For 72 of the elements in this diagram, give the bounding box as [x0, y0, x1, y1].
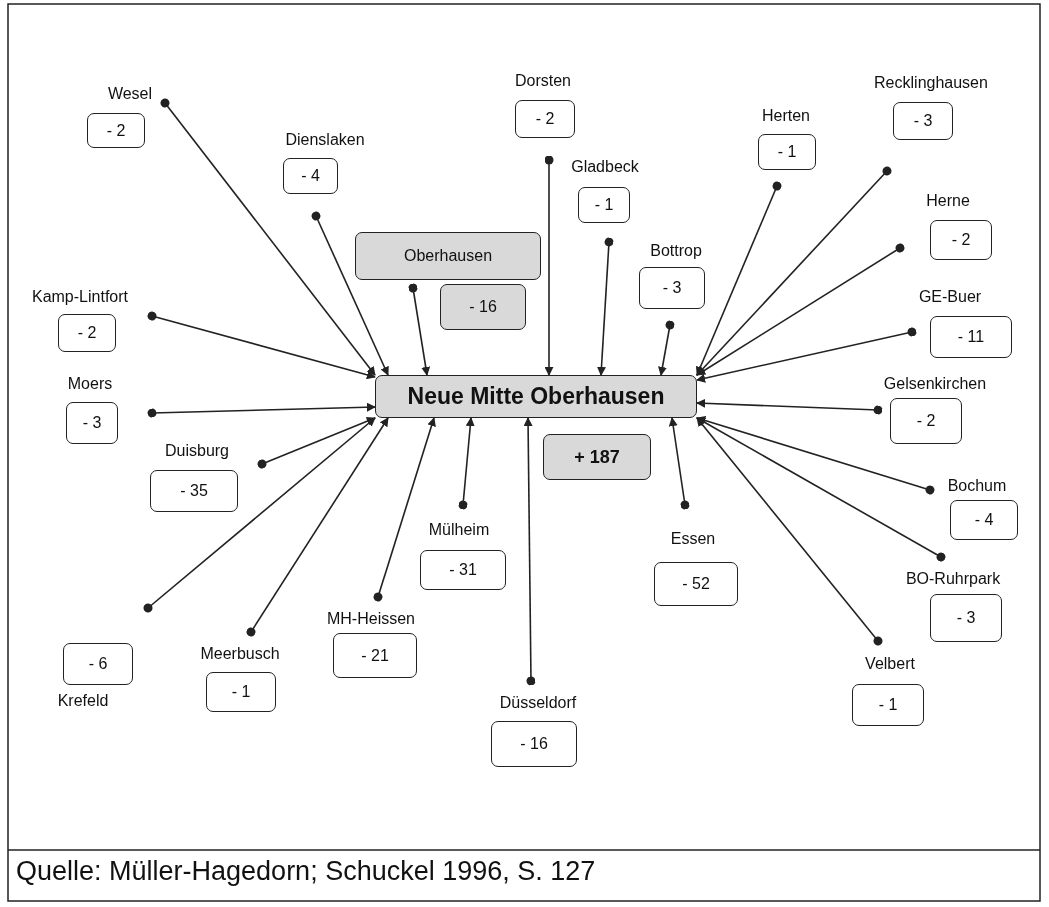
caption: Quelle: Müller-Hagedorn; Schuckel 1996, S. 127	[16, 856, 596, 887]
arrow	[544, 155, 554, 376]
city-name: Herten	[761, 107, 811, 125]
arrow	[246, 417, 389, 637]
value-box: - 35	[150, 470, 238, 512]
value-box: + 187	[543, 434, 651, 480]
value-box: - 3	[930, 594, 1002, 642]
city-name: Gelsenkirchen	[882, 375, 988, 393]
arrow	[658, 320, 675, 376]
value-box: - 2	[515, 100, 575, 138]
value-box: - 3	[639, 267, 705, 309]
arrow	[696, 416, 935, 495]
value-box: - 4	[950, 500, 1018, 540]
value-box: - 1	[852, 684, 924, 726]
value-box: - 3	[893, 102, 953, 140]
value-box: - 16	[440, 284, 526, 330]
city-name: Krefeld	[56, 692, 110, 710]
arrow	[311, 211, 389, 376]
city-name: Essen	[669, 530, 717, 548]
value-box: - 1	[758, 134, 816, 170]
city-name: Dorsten	[514, 72, 572, 90]
arrow	[696, 398, 883, 415]
city-name: MH-Heissen	[326, 610, 416, 628]
city-name: Recklinghausen	[873, 74, 989, 92]
city-name: Meerbusch	[199, 645, 281, 663]
value-box: - 52	[654, 562, 738, 606]
city-name: Dienslaken	[284, 131, 366, 149]
value-box: - 3	[66, 402, 118, 444]
arrow	[668, 417, 690, 510]
value-box: - 1	[578, 187, 630, 223]
city-name: Wesel	[106, 85, 154, 103]
city-name: Duisburg	[164, 442, 230, 460]
arrow	[257, 416, 376, 469]
arrow	[696, 327, 917, 383]
city-name: Düsseldorf	[498, 694, 578, 712]
arrow	[696, 166, 892, 376]
city-name: Velbert	[864, 655, 916, 673]
value-box: - 2	[87, 113, 145, 148]
arrow	[696, 417, 946, 562]
value-box: - 2	[58, 314, 116, 352]
arrow	[523, 417, 536, 686]
city-name: Kamp-Lintfort	[30, 288, 129, 306]
value-box: - 21	[333, 633, 417, 678]
city-name: GE-Buer	[917, 288, 983, 306]
value-box: - 1	[206, 672, 276, 712]
value-box: - 4	[283, 158, 338, 194]
value-box: - 6	[63, 643, 133, 685]
arrow	[458, 417, 475, 510]
city-name: Bottrop	[649, 242, 703, 260]
arrow	[696, 243, 905, 376]
city-name: Bochum	[946, 477, 1008, 495]
city-name: Gladbeck	[570, 158, 640, 176]
city-name: Herne	[925, 192, 971, 210]
arrow	[143, 417, 376, 613]
city-name: Moers	[66, 375, 114, 393]
arrow	[597, 237, 614, 376]
arrow	[696, 417, 883, 646]
value-box: - 11	[930, 316, 1012, 358]
value-box: - 31	[420, 550, 506, 590]
value-box: Oberhausen	[355, 232, 541, 280]
city-name: BO-Ruhrpark	[904, 570, 1002, 588]
arrow	[147, 402, 376, 418]
value-box: - 16	[491, 721, 577, 767]
arrow	[373, 417, 436, 602]
destination-box: Neue Mitte Oberhausen	[375, 375, 697, 418]
value-box: - 2	[890, 398, 962, 444]
arrow	[160, 98, 376, 376]
city-name: Mülheim	[427, 521, 491, 539]
value-box: - 2	[930, 220, 992, 260]
arrow	[408, 283, 431, 376]
arrow	[696, 181, 782, 376]
arrow	[147, 311, 376, 380]
